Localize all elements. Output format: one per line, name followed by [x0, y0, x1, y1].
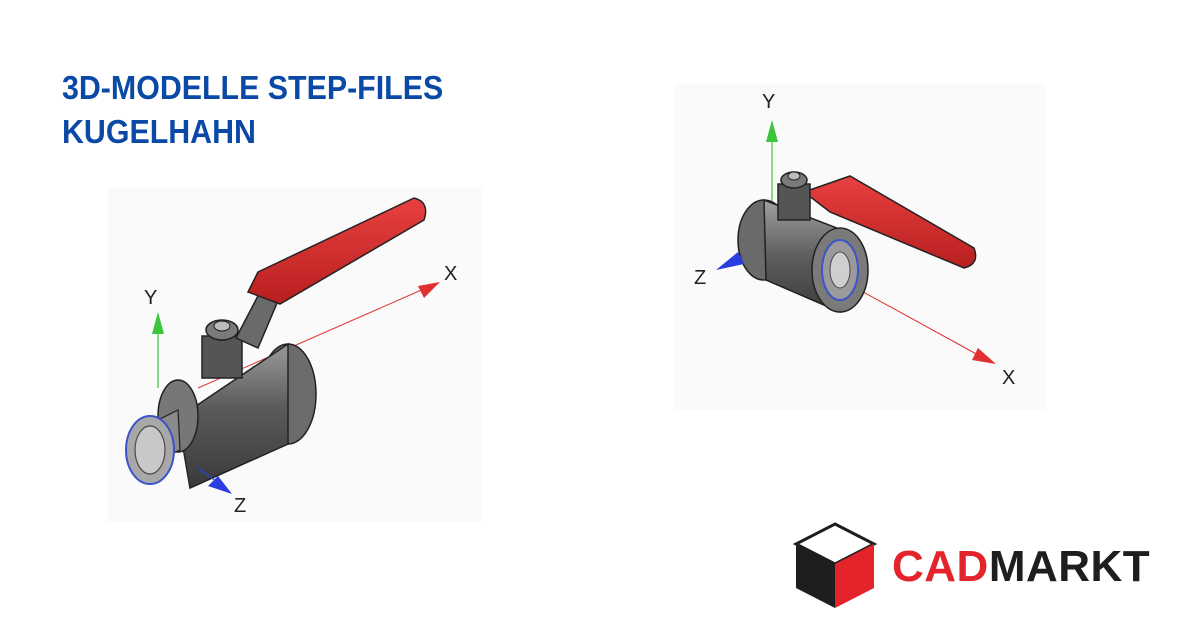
z-axis-arrow — [716, 252, 744, 270]
valve-handle-left — [246, 197, 427, 305]
x-axis-label: X — [1002, 367, 1015, 389]
y-axis-label: Y — [762, 91, 775, 113]
logo-part-markt: MARKT — [988, 542, 1151, 591]
y-axis-arrow — [766, 120, 778, 142]
page-title: 3D-MODELLE STEP-FILES KUGELHAHN — [62, 66, 443, 154]
ball-valve-illustration-left: X Y Z — [125, 197, 457, 517]
ball-valve-render-right: Y X Z — [674, 84, 1046, 410]
title-line-2: KUGELHAHN — [62, 113, 256, 150]
z-axis-label: Z — [694, 267, 706, 289]
y-axis-label: Y — [144, 287, 157, 309]
ball-valve-illustration-right: Y X Z — [694, 91, 1015, 389]
y-axis-arrow — [152, 312, 164, 334]
logo-part-cad: CAD — [892, 542, 989, 591]
z-axis-label: Z — [234, 495, 246, 517]
x-axis-label: X — [444, 263, 457, 285]
ball-valve-render-left: X Y Z — [108, 188, 482, 522]
z-axis-arrow — [208, 476, 232, 494]
x-axis-arrow — [418, 282, 440, 298]
x-axis-arrow — [972, 348, 996, 364]
valve-handle-right — [802, 175, 977, 269]
logo-wordmark: CADMARKT — [892, 542, 1150, 592]
cadmarkt-logo: CADMARKT — [790, 520, 1160, 612]
cube-logo-icon — [792, 522, 878, 608]
title-line-1: 3D-MODELLE STEP-FILES — [62, 69, 444, 106]
